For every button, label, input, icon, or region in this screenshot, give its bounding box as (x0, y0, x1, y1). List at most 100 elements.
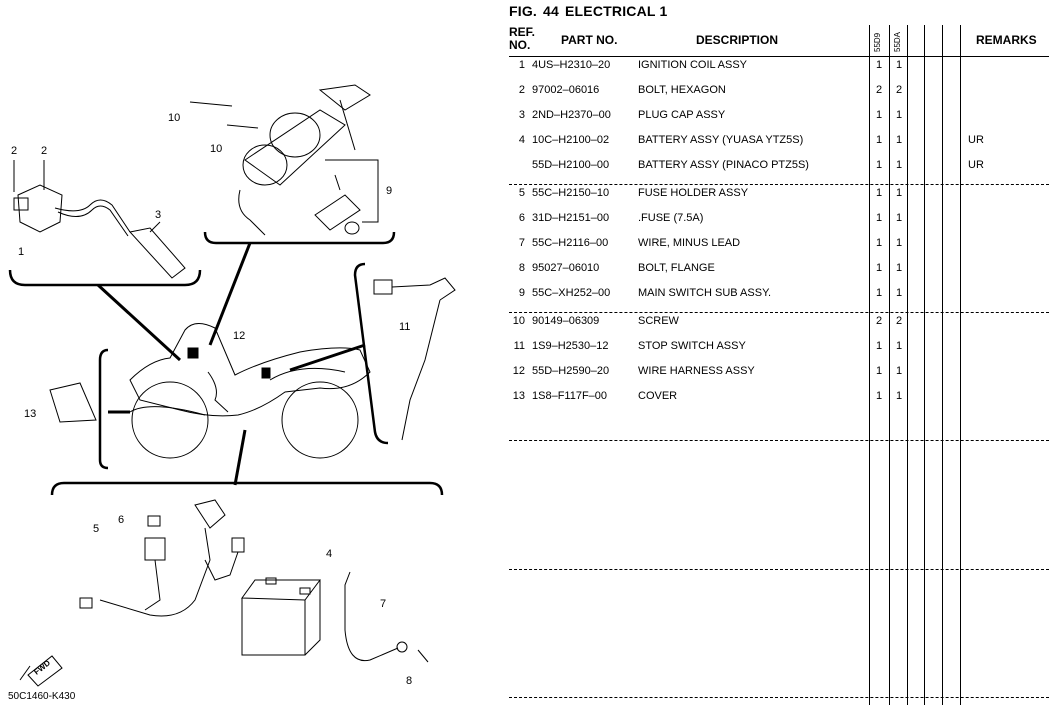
row-qty-55d9: 2 (875, 315, 883, 327)
row-description: BOLT, HEXAGON (638, 84, 726, 96)
main-switch-drawing (189, 84, 379, 236)
column-rule (889, 25, 890, 705)
row-qty-55d9: 1 (875, 365, 883, 377)
row-ref-no: 12 (512, 365, 525, 377)
row-ref-no: 4 (518, 134, 525, 146)
row-qty-55d9: 1 (875, 109, 883, 121)
header-divider (509, 56, 1049, 57)
row-qty-55da: 1 (895, 237, 903, 249)
catalog-code: 50C1460-K430 (8, 691, 76, 702)
header-ref-line1: REF. (509, 25, 536, 39)
row-description: WIRE, MINUS LEAD (638, 237, 741, 249)
callout-screw-a: 10 (168, 112, 181, 124)
ignition-coil-drawing (13, 160, 131, 237)
header-part-no: PART NO. (561, 33, 618, 47)
row-qty-55da: 1 (895, 109, 903, 121)
row-qty-55da: 1 (895, 262, 903, 274)
row-ref-no: 6 (518, 212, 525, 224)
fig-label: FIG. (509, 3, 538, 19)
minus-lead-drawing (344, 571, 429, 663)
row-qty-55da: 2 (895, 315, 903, 327)
row-qty-55d9: 1 (875, 159, 883, 171)
row-ref-no: 7 (518, 237, 525, 249)
row-part-no: 1S8–F117F–00 (532, 390, 608, 402)
row-qty-55d9: 1 (875, 187, 883, 199)
row-description: PLUG CAP ASSY (638, 109, 726, 121)
row-description: IGNITION COIL ASSY (638, 59, 748, 71)
row-qty-55da: 2 (895, 84, 903, 96)
header-ref-line2: NO. (509, 38, 531, 52)
group-separator (509, 569, 1049, 570)
row-qty-55da: 1 (895, 134, 903, 146)
group-separator (509, 312, 1049, 313)
row-ref-no: 13 (512, 390, 525, 402)
row-qty-55d9: 1 (875, 390, 883, 402)
row-qty-55da: 1 (895, 212, 903, 224)
column-rule (924, 25, 925, 705)
callout-stop-switch: 11 (399, 321, 411, 333)
row-ref-no: 3 (518, 109, 525, 121)
callout-minus-lead: 7 (380, 598, 387, 610)
group-separator (509, 697, 1049, 698)
row-remarks: UR (968, 134, 984, 146)
column-rule (907, 25, 908, 705)
stop-switch-drawing (373, 277, 456, 441)
row-qty-55da: 1 (895, 390, 903, 402)
row-qty-55d9: 2 (875, 84, 883, 96)
header-model-55d9: 55D9 (873, 32, 882, 52)
row-part-no: 90149–06309 (532, 315, 600, 327)
row-part-no: 95027–06010 (532, 262, 600, 274)
row-ref-no: 2 (518, 84, 525, 96)
callout-screw-b: 10 (210, 143, 223, 155)
row-description: SCREW (638, 315, 679, 327)
scooter-outline-drawing (129, 323, 371, 459)
row-description: BATTERY ASSY (YUASA YTZ5S) (638, 134, 804, 146)
header-ref-no: REF. NO. (509, 26, 535, 52)
row-qty-55d9: 1 (875, 59, 883, 71)
column-rule (942, 25, 943, 705)
cover-drawing (49, 382, 97, 423)
row-description: BOLT, FLANGE (638, 262, 715, 274)
row-remarks: UR (968, 159, 984, 171)
row-qty-55da: 1 (895, 340, 903, 352)
row-part-no: 55D–H2100–00 (532, 159, 610, 171)
row-part-no: 4US–H2310–20 (532, 59, 611, 71)
callout-fuse: 6 (118, 514, 125, 526)
row-description: FUSE HOLDER ASSY (638, 187, 749, 199)
callout-ignition-coil: 1 (18, 246, 25, 258)
row-description: MAIN SWITCH SUB ASSY. (638, 287, 772, 299)
row-qty-55da: 1 (895, 159, 903, 171)
row-ref-no: 9 (518, 287, 525, 299)
row-part-no: 55C–H2116–00 (532, 237, 609, 249)
callout-battery: 4 (326, 548, 333, 560)
row-qty-55da: 1 (895, 59, 903, 71)
row-description: BATTERY ASSY (PINACO PTZ5S) (638, 159, 809, 171)
header-model-55da: 55DA (893, 31, 902, 52)
row-qty-55da: 1 (895, 365, 903, 377)
row-qty-55d9: 1 (875, 237, 883, 249)
row-ref-no: 1 (518, 59, 525, 71)
callout-wire-harness: 12 (233, 330, 246, 342)
group-separator (509, 184, 1049, 185)
row-qty-55d9: 1 (875, 287, 883, 299)
header-description: DESCRIPTION (696, 33, 779, 47)
row-qty-55d9: 1 (875, 340, 883, 352)
row-ref-no: 11 (513, 340, 525, 352)
row-qty-55d9: 1 (875, 262, 883, 274)
column-rule (960, 25, 961, 705)
row-part-no: 2ND–H2370–00 (532, 109, 611, 121)
